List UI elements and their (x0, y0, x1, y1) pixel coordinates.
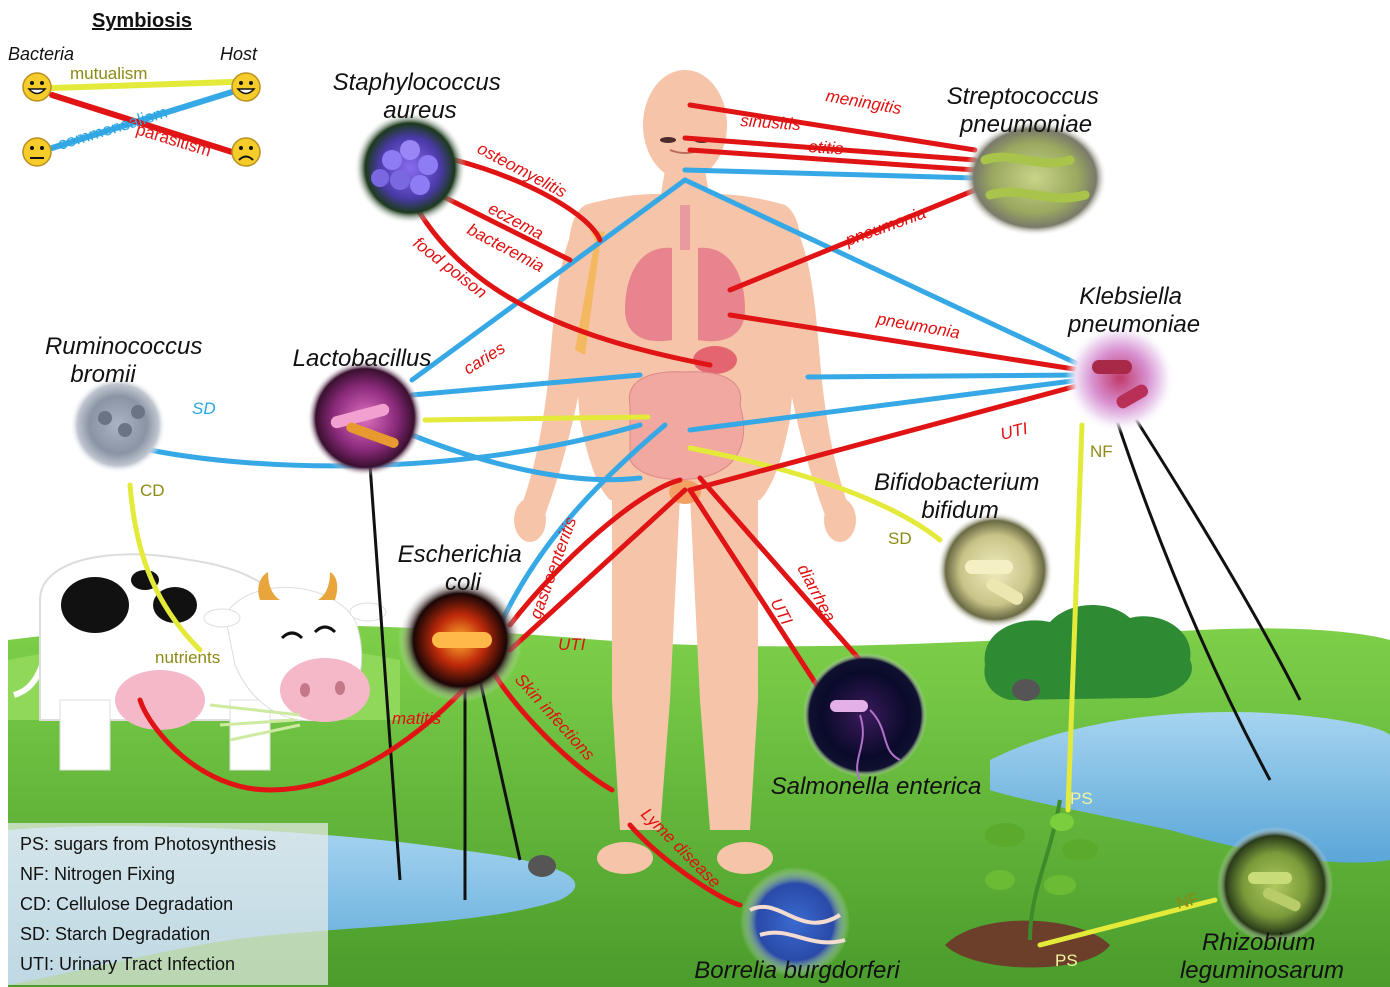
sad-face-icon (232, 138, 260, 166)
label-meningitis: meningitis (824, 86, 903, 118)
label-cd: CD (140, 481, 165, 500)
escherichia-coli-micrograph (398, 578, 522, 702)
label-nf-kleb: NF (1090, 442, 1113, 461)
ruminococcus-label: Ruminococcus bromii (45, 333, 209, 388)
klebsiella-pneumoniae-micrograph (1065, 323, 1175, 433)
human-foot (597, 842, 653, 874)
leaf (985, 870, 1015, 890)
label-pneumonia-strep: pneumonia (842, 203, 928, 250)
rock (528, 855, 556, 877)
staphylococcus-aureus-micrograph (354, 112, 466, 224)
label-sinusitis: sinusitis (740, 111, 802, 134)
legend-item: PS: sugars from Photosynthesis (20, 834, 276, 855)
label-sd-rumino: SD (192, 399, 216, 418)
label-caries: caries (460, 338, 509, 378)
key-bacteria-label: Bacteria (8, 44, 74, 64)
happy-face-icon (23, 73, 51, 101)
key-title: Symbiosis (92, 10, 192, 32)
cow-nostril (335, 681, 345, 695)
borrelia-label: Borrelia burgdorferi (694, 957, 900, 984)
human-hand (514, 498, 546, 542)
label-nutrients: nutrients (155, 648, 220, 667)
leaf (1062, 839, 1098, 861)
label-uti-ecoli: UTI (558, 635, 586, 654)
cow-udder (115, 670, 205, 730)
trachea (680, 205, 690, 250)
leaf (1044, 875, 1076, 895)
leaf (1050, 813, 1074, 831)
link-line (685, 170, 975, 178)
label-otitis: otitis (808, 137, 845, 158)
label-uti-kleb: UTI (998, 419, 1029, 444)
human-head (643, 70, 727, 180)
bifidobacterium-bifidum-micrograph (937, 512, 1053, 628)
link-line (808, 375, 1080, 377)
neutral-face-icon (23, 138, 51, 166)
happy-face-icon (232, 73, 260, 101)
abbreviation-legend: PS: sugars from Photosynthesis NF: Nitro… (8, 823, 328, 985)
symbiosis-key: Symbiosis Bacteria Host mutualism commen… (8, 10, 260, 166)
rock (1012, 679, 1040, 701)
key-mutualism: mutualism (70, 64, 147, 83)
legend-item: CD: Cellulose Degradation (20, 894, 233, 915)
lactobacillus-label: Lactobacillus (293, 345, 432, 372)
streptococcus-label: Streptococcus pneumoniae (947, 83, 1106, 138)
human-hand (824, 498, 856, 542)
klebsiella-label: Klebsiella pneumoniae (1067, 283, 1200, 338)
stomach (693, 346, 737, 374)
cow-spot (61, 577, 129, 633)
legend-item: NF: Nitrogen Fixing (20, 864, 175, 885)
lactobacillus-micrograph (307, 360, 423, 476)
salmonella-label: Salmonella enterica (771, 773, 982, 800)
label-ps-bottom: PS (1055, 951, 1078, 970)
rhizobium-leguminosarum-micrograph (1217, 827, 1333, 943)
legend-item: UTI: Urinary Tract Infection (20, 954, 235, 975)
label-matitis: matitis (392, 709, 442, 728)
human-eye (660, 137, 676, 143)
rhizobium-label: Rhizobium leguminosarum (1180, 929, 1344, 984)
escherichia-label: Escherichia coli (398, 541, 529, 596)
key-parasitism: parasitism (134, 120, 214, 161)
label-ps-top: PS (1070, 789, 1093, 808)
link-line (425, 417, 648, 420)
cow-leg (60, 700, 110, 770)
label-uti-salmonella: UTI (766, 595, 796, 628)
cow-muzzle (280, 658, 370, 722)
legend-item: SD: Starch Degradation (20, 924, 210, 945)
staphylococcus-label: Staphylococcus aureus (333, 69, 508, 124)
label-sd-bifido: SD (888, 529, 912, 548)
human-foot (717, 842, 773, 874)
leaf (985, 823, 1025, 847)
cow-nostril (300, 683, 310, 697)
ruminococcus-bromii-micrograph (70, 377, 166, 473)
key-host-label: Host (220, 44, 258, 64)
cow-ear (204, 609, 240, 627)
